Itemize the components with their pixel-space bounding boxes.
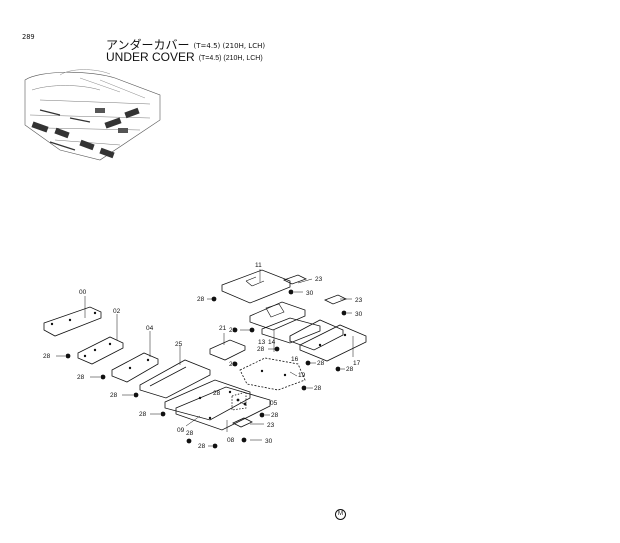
title-en-text: UNDER COVER [106,50,195,64]
callout-28-f: 28 [186,430,194,437]
callout-13: 13 [258,339,266,346]
plate-25 [139,359,211,399]
plate-13 [249,301,306,331]
callout-28-c: 28 [110,392,118,399]
callout-25: 25 [175,341,183,348]
plate-04 [111,352,159,383]
callout-28-h: 28 [229,327,237,334]
small-plate-23a [282,274,308,285]
title-english: UNDER COVER(T=4.5) (210H, LCH) [106,50,263,64]
plate-00 [43,306,102,337]
plate-17 [299,324,367,362]
plate-16 [289,319,344,351]
plate-05 [175,386,271,431]
callout-28-o: 28 [213,390,221,397]
leader-lines [56,269,354,447]
callout-09: 09 [177,427,185,434]
title-jp-spec: (T=4.5) (210H, LCH) [193,42,266,50]
callout-28-i: 28 [257,346,265,353]
callout-19: 19 [298,372,306,379]
page-number: 289 [22,33,35,41]
callout-28-a: 28 [43,353,51,360]
callout-30-a: 30 [306,290,314,297]
callout-28-n: 28 [229,361,237,368]
plate-02 [77,336,124,365]
callout-21: 21 [219,325,227,332]
callout-28-e: 28 [198,443,206,450]
callout-00: 00 [79,289,87,296]
callout-08: 08 [227,437,235,444]
callout-labels: 00 02 04 25 11 21 13 14 16 17 19 05 08 0… [43,262,363,450]
plate-21 [209,339,246,361]
callout-17: 17 [353,360,361,367]
callout-28-m: 28 [271,412,279,419]
callout-30-c: 30 [265,438,273,445]
plate-19 [239,357,306,391]
small-plate-23c [232,417,253,428]
callout-28-d: 28 [139,411,147,418]
callout-28-k: 28 [346,366,354,373]
callout-16: 16 [291,356,299,363]
callout-23-a: 23 [315,276,323,283]
callout-28-j: 28 [317,360,325,367]
plate-11 [221,269,291,304]
callout-11: 11 [255,262,262,269]
callout-28-g: 28 [197,296,205,303]
callout-04: 04 [146,325,154,332]
callout-28-b: 28 [77,374,85,381]
title-japanese: アンダーカバー(T=4.5) (210H, LCH) [106,36,265,53]
corner-mark: M [335,509,346,520]
callout-23-b: 23 [355,297,363,304]
small-plate-23b [324,294,347,305]
plate-14 [261,317,321,344]
title-jp-text: アンダーカバー [106,38,190,52]
callout-30-b: 30 [355,311,363,318]
machine-thumbnail [24,69,161,161]
callout-02: 02 [113,308,121,315]
title-en-spec: (T=4.5) (210H, LCH) [198,55,263,62]
callout-28-l: 28 [314,385,322,392]
bolts [65,289,347,449]
callout-14: 14 [268,339,276,346]
callout-23-c: 23 [267,422,275,429]
callout-05: 05 [270,400,278,407]
